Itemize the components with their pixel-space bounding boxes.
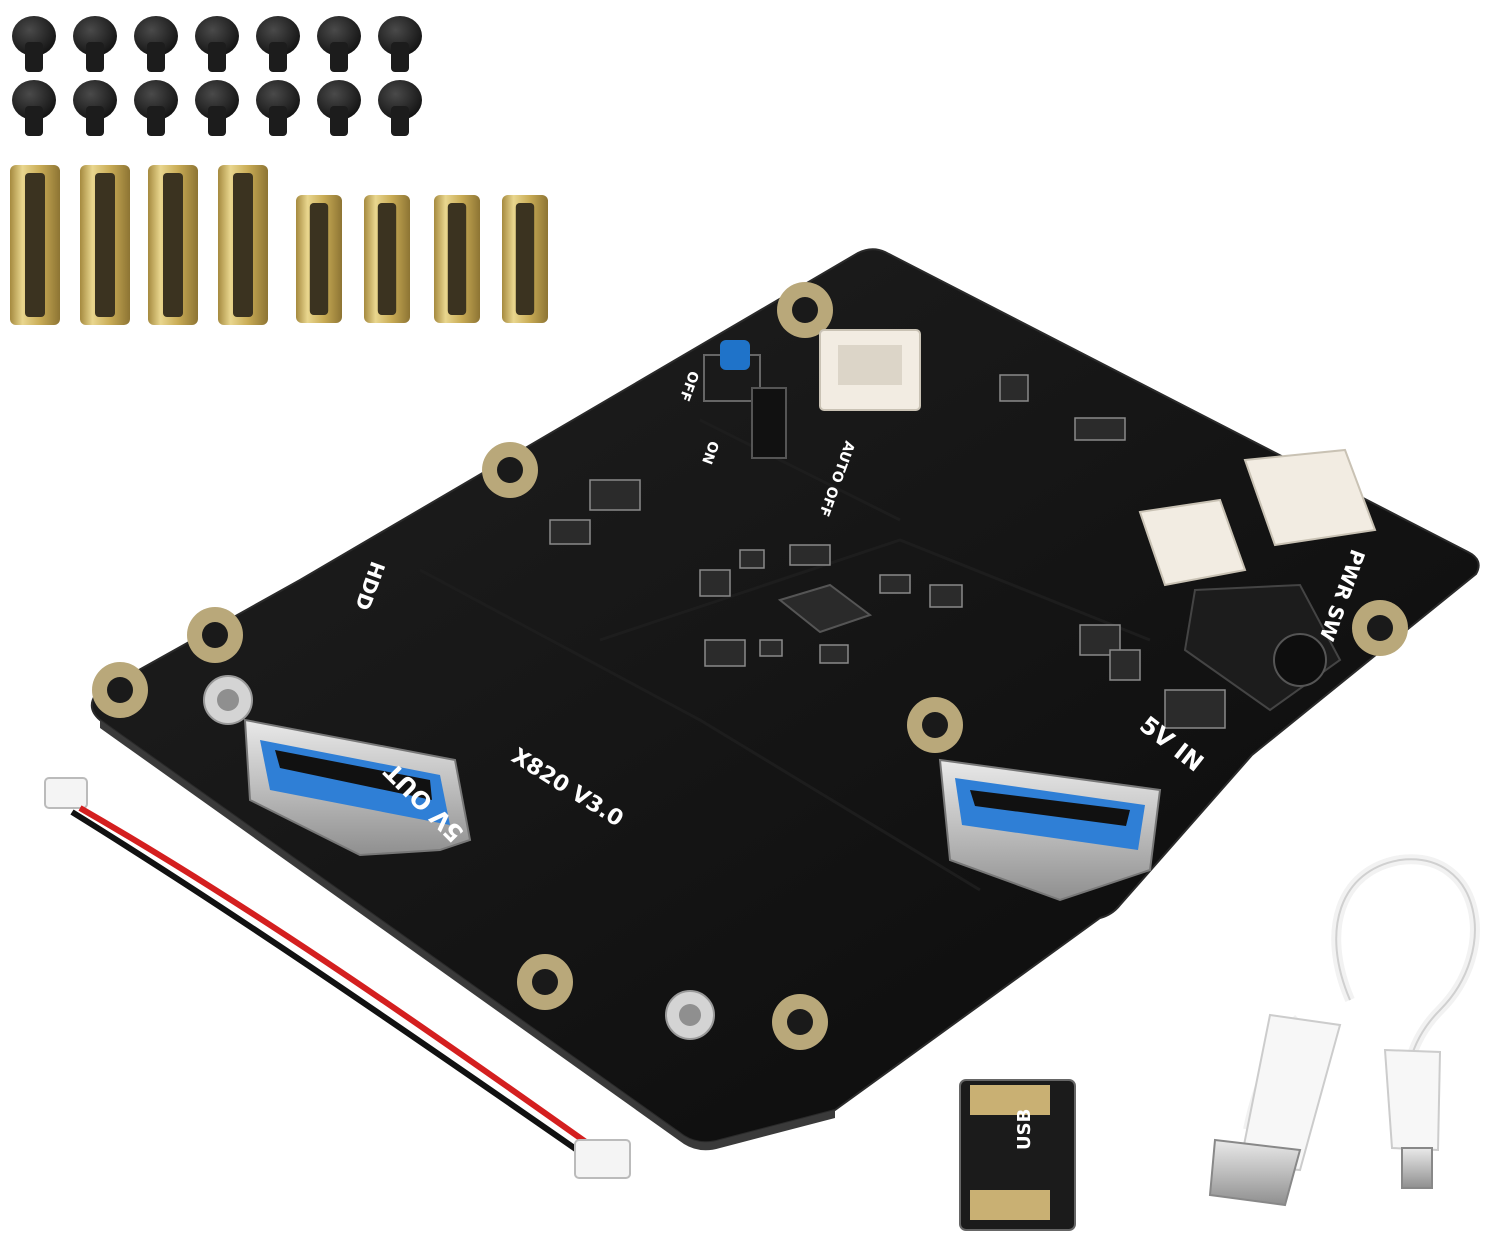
brass-standoff xyxy=(364,195,410,323)
smd-part xyxy=(999,374,1029,402)
smd-part xyxy=(929,584,963,608)
usb-adapter-label: USB xyxy=(1014,1109,1035,1150)
mounting-hole xyxy=(187,607,243,663)
smd-part xyxy=(739,549,765,569)
smd-part xyxy=(819,644,849,664)
smd-part xyxy=(1074,417,1126,441)
usb-port-left[interactable] xyxy=(243,718,472,857)
screw xyxy=(134,80,178,136)
brass-standoff xyxy=(296,195,342,323)
screw xyxy=(12,80,56,136)
screw xyxy=(195,80,239,136)
screw-set xyxy=(12,16,422,136)
screw xyxy=(12,16,56,72)
smd-part xyxy=(549,519,591,545)
smd-part xyxy=(704,639,746,667)
screw xyxy=(317,80,361,136)
brass-standoff xyxy=(502,195,548,323)
mounting-hole xyxy=(772,994,828,1050)
usb-port-right[interactable] xyxy=(938,758,1162,902)
brass-standoff xyxy=(218,165,268,325)
mounting-hole xyxy=(907,697,963,753)
smd-components xyxy=(549,374,1226,729)
smd-part xyxy=(1164,689,1226,729)
screw xyxy=(256,16,300,72)
smd-part xyxy=(759,639,783,657)
screw xyxy=(195,16,239,72)
jst-connector-top[interactable] xyxy=(819,329,921,411)
smd-part xyxy=(789,544,831,566)
brass-standoff xyxy=(10,165,60,325)
smd-part xyxy=(879,574,911,594)
jumper-header[interactable] xyxy=(751,387,787,459)
power-button[interactable] xyxy=(703,340,761,402)
smd-part xyxy=(1079,624,1121,656)
pcb-traces xyxy=(419,418,1151,892)
usb-cable xyxy=(1208,854,1480,1207)
screw xyxy=(73,80,117,136)
threaded-insert xyxy=(665,990,715,1040)
brass-standoff xyxy=(148,165,198,325)
auto-on-label: ON xyxy=(698,439,721,467)
two-pin-cable xyxy=(44,777,631,1179)
mounting-holes xyxy=(92,282,1408,1050)
screw xyxy=(378,16,422,72)
brass-standoff xyxy=(80,165,130,325)
dc-barrel-jack[interactable] xyxy=(1183,583,1342,712)
standoff-set xyxy=(10,165,548,325)
screw xyxy=(256,80,300,136)
screw xyxy=(134,16,178,72)
smd-part xyxy=(589,479,641,511)
screw xyxy=(73,16,117,72)
pwr-sw-connector[interactable] xyxy=(1243,448,1377,547)
threaded-insert xyxy=(203,675,253,725)
mounting-hole xyxy=(482,442,538,498)
screw xyxy=(378,80,422,136)
brass-standoff xyxy=(434,195,480,323)
mounting-hole xyxy=(517,954,573,1010)
pcb-board xyxy=(90,248,1480,1151)
mounting-hole xyxy=(1352,600,1408,656)
mounting-hole xyxy=(92,662,148,718)
smd-part xyxy=(699,569,731,597)
screw xyxy=(317,16,361,72)
usb-bridge-adapter: USB xyxy=(959,1079,1076,1231)
smd-part xyxy=(1109,649,1141,681)
power-in-connector[interactable] xyxy=(1138,498,1247,587)
main-controller-chip xyxy=(777,583,873,634)
mounting-hole xyxy=(777,282,833,338)
